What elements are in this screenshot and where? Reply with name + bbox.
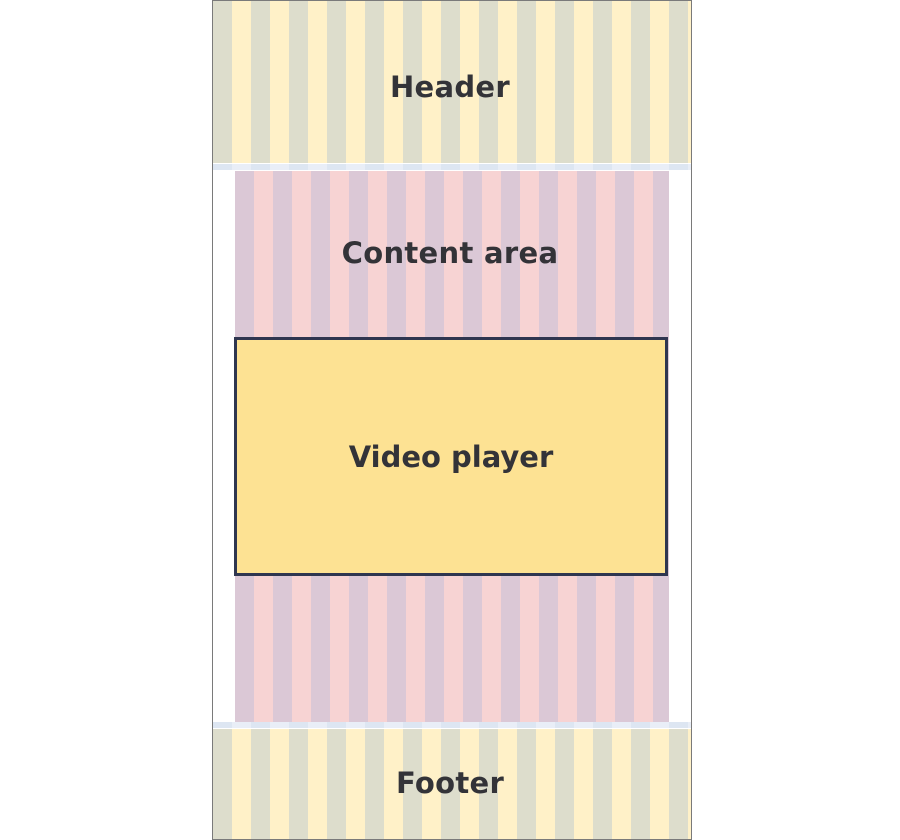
header-region (213, 1, 691, 163)
footer-label: Footer (395, 766, 505, 800)
gutter-strip-top (213, 164, 691, 170)
video-player-box: Video player (234, 337, 668, 576)
gutter-strip-bottom (213, 722, 691, 728)
video-player-label: Video player (348, 440, 554, 474)
footer-region (213, 729, 691, 839)
header-label: Header (389, 70, 511, 104)
content-area-label: Content area (341, 236, 559, 270)
